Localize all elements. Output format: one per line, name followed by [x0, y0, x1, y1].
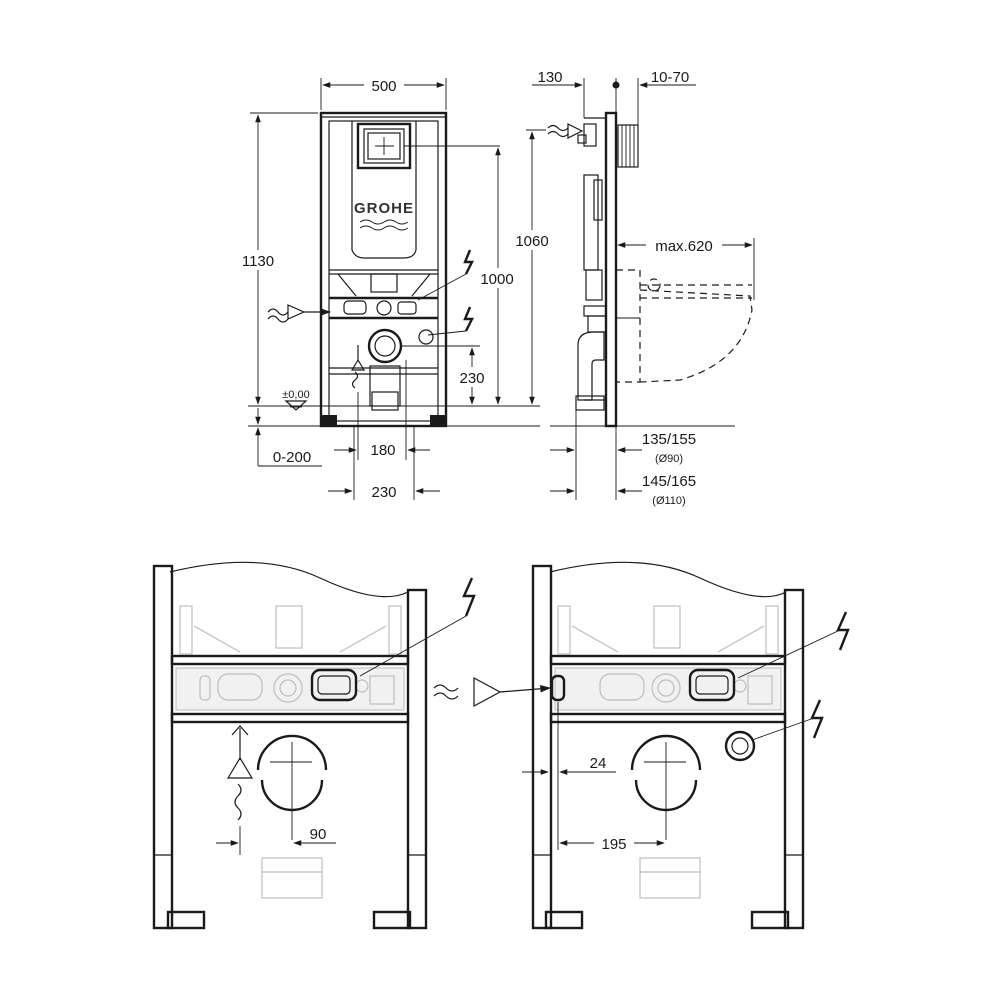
flush-plate-icon: [356, 122, 412, 170]
dim-side-height: 1060: [515, 233, 548, 250]
detail-left: 90: [152, 561, 476, 930]
detail-right: 24 195: [433, 561, 850, 930]
dim-width: 500: [371, 78, 396, 95]
cistern: [351, 121, 417, 259]
dim-floor-adjust: 0-200: [273, 449, 311, 466]
dim-b: 145/165: [642, 473, 696, 490]
control-box: [688, 668, 736, 702]
wc-bowl-outline: [616, 269, 753, 383]
power-icon: [463, 249, 474, 275]
power-icon: [462, 577, 476, 617]
power-icon: [810, 699, 824, 739]
control-box: [310, 668, 358, 702]
side-view: 130 10-70 1060 max.620 135/155 (Ø90) 145…: [508, 69, 755, 507]
brand-logo: GROHE: [354, 200, 414, 217]
floor-reference: ±0,00: [282, 389, 309, 401]
dim-detail-right-small: 24: [590, 755, 607, 772]
dim-foot-spacing: 230: [371, 484, 396, 501]
dim-wall-offset: 10-70: [651, 69, 689, 86]
dim-mid-height: 230: [459, 370, 484, 387]
wall: [604, 111, 618, 428]
dim-height-total: 1130: [242, 253, 274, 270]
dim-b-sub: (Ø110): [652, 495, 685, 507]
dim-a: 135/155: [642, 431, 696, 448]
dim-depth: 130: [537, 69, 562, 86]
dim-bowl-projection: max.620: [655, 238, 713, 255]
socket: [724, 730, 756, 762]
dim-outlet-spacing: 180: [370, 442, 395, 459]
dim-detail-left: 90: [310, 826, 327, 843]
water-inlet-icon: [433, 676, 552, 708]
dim-detail-right-large: 195: [601, 836, 626, 853]
power-icon: [463, 306, 474, 332]
power-icon: [836, 611, 850, 651]
front-view: GROHE: [235, 76, 540, 501]
drain-elbow: [577, 331, 605, 401]
water-inlet-icon: [267, 304, 332, 323]
drain-outlet: [367, 328, 403, 364]
dim-a-sub: (Ø90): [655, 453, 683, 465]
wall-connector: [617, 124, 639, 168]
dim-height-plate: 1000: [480, 271, 513, 288]
